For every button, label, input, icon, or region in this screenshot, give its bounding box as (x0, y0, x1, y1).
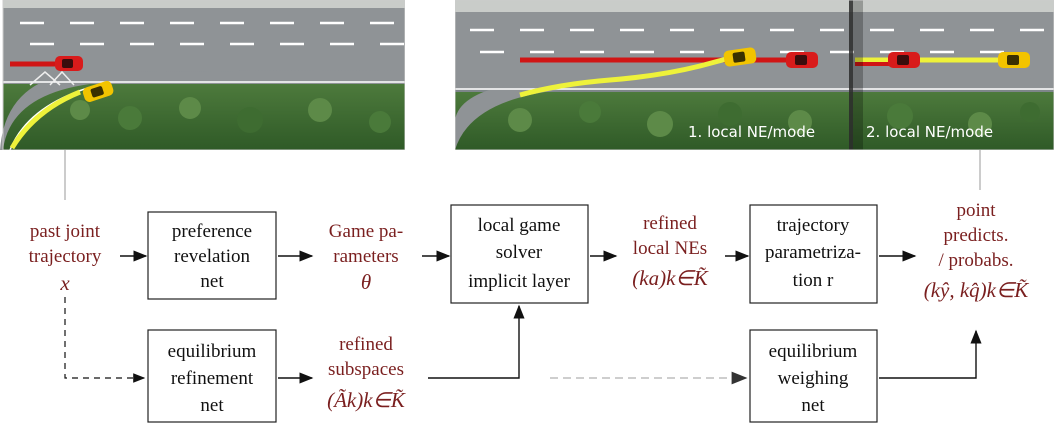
svg-text:subspaces: subspaces (328, 359, 404, 380)
svg-text:θ: θ (361, 270, 371, 294)
left-aerial-photo (0, 0, 405, 150)
svg-text:local game: local game (478, 215, 561, 236)
arrow-weighing-to-predicts (879, 329, 982, 379)
svg-text:implicit layer: implicit layer (468, 271, 571, 292)
svg-text:weighing: weighing (778, 368, 849, 389)
svg-text:local NEs: local NEs (633, 238, 707, 259)
svg-text:(ka)k∈K̃: (ka)k∈K̃ (632, 266, 708, 290)
yellow-car-icon (998, 52, 1030, 68)
svg-text:/ probabs.: / probabs. (939, 250, 1014, 271)
svg-text:solver: solver (496, 242, 543, 263)
right-aerial-photo: 1. local NE/mode 2. local NE/mode (455, 0, 1054, 150)
svg-text:equilibrium: equilibrium (769, 341, 858, 362)
svg-text:trajectory: trajectory (29, 246, 102, 267)
red-car-icon (786, 52, 818, 68)
past-joint-trajectory-label: past joint trajectory x (29, 221, 102, 295)
yellow-car-icon (723, 47, 757, 67)
local-game-solver-box: local game solver implicit layer (450, 204, 589, 304)
svg-text:revelation: revelation (174, 246, 250, 267)
arrow-subspaces-to-solver (428, 304, 525, 379)
dashed-arrow-input-to-refinement (64, 297, 146, 383)
svg-text:point: point (956, 200, 996, 221)
svg-text:net: net (801, 395, 825, 416)
svg-text:rameters: rameters (333, 246, 398, 267)
equilibrium-weighing-net-box: equilibrium weighing net (749, 329, 878, 423)
equilibrium-refinement-net-box: equilibrium refinement net (147, 329, 277, 423)
svg-text:refinement: refinement (171, 368, 254, 389)
svg-text:past joint: past joint (30, 221, 101, 242)
refined-subspaces-label: refined subspaces (Ãk)k∈K̃ (327, 334, 406, 412)
svg-text:predicts.: predicts. (944, 225, 1009, 246)
svg-text:net: net (200, 395, 224, 416)
red-car-icon (55, 56, 83, 71)
point-predicts-label: point predicts. / probabs. (kŷ, kq̂)k∈K̃ (924, 200, 1030, 302)
trajectory-parametrization-box: trajectory parametriza- tion r (749, 204, 878, 304)
svg-text:Game pa-: Game pa- (329, 221, 403, 242)
refined-local-nes-label: refined local NEs (ka)k∈K̃ (632, 213, 708, 290)
svg-text:x: x (59, 271, 70, 295)
photo-label-mode-2: 2. local NE/mode (866, 123, 993, 141)
svg-text:(Ãk)k∈K̃: (Ãk)k∈K̃ (327, 388, 406, 412)
photo-label-mode-1: 1. local NE/mode (688, 123, 815, 141)
svg-text:equilibrium: equilibrium (168, 341, 257, 362)
preference-revelation-net-box: preference revelation net (147, 211, 277, 300)
svg-text:net: net (200, 271, 224, 292)
svg-text:refined: refined (339, 334, 393, 355)
svg-text:(kŷ, kq̂)k∈K̃: (kŷ, kq̂)k∈K̃ (924, 278, 1030, 302)
svg-text:trajectory: trajectory (777, 215, 850, 236)
svg-text:refined: refined (643, 213, 697, 234)
game-parameters-label: Game pa- rameters θ (329, 221, 403, 294)
red-car-icon (888, 52, 920, 68)
svg-text:parametriza-: parametriza- (765, 242, 861, 263)
svg-text:preference: preference (172, 221, 252, 242)
svg-text:tion r: tion r (793, 270, 834, 291)
yellow-car-icon (82, 81, 114, 102)
